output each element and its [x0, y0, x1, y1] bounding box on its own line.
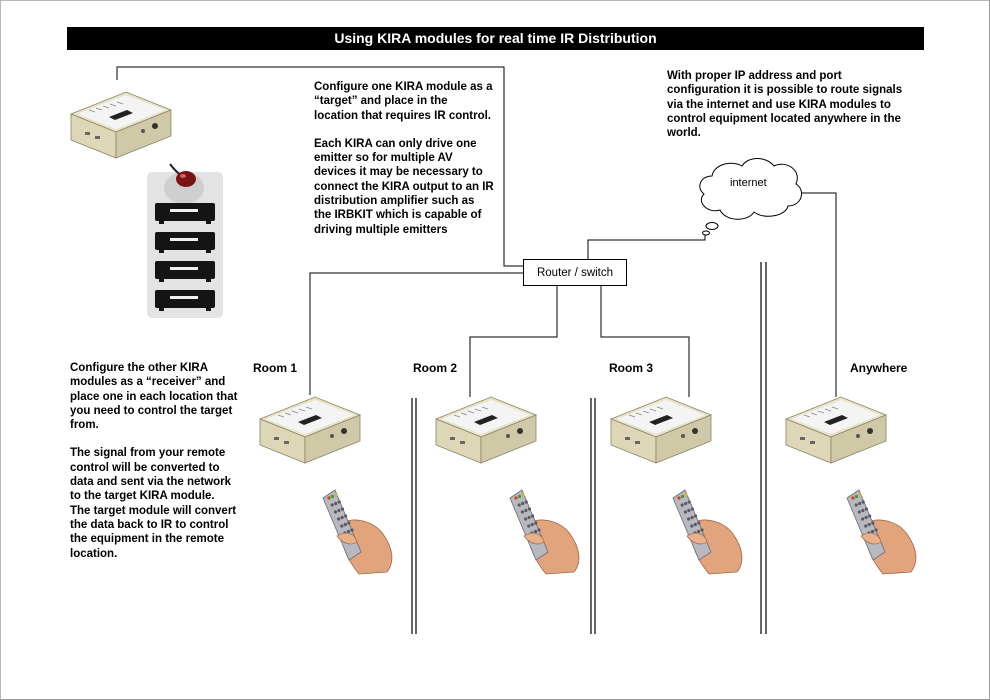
- link-router-room3: [600, 286, 690, 397]
- link-router-internet: [587, 232, 706, 259]
- av-device-1-icon: [155, 203, 215, 224]
- target-config-note: Configure one KIRA module as a “target” …: [314, 80, 494, 251]
- internet-cloud-label: internet: [730, 177, 767, 189]
- target-config-paragraph-2: Each KIRA can only drive one emitter so …: [314, 137, 494, 236]
- target-kira-module-icon: [69, 91, 173, 159]
- anywhere-remote-hand-icon: [846, 489, 917, 575]
- internet-paragraph: With proper IP address and port configur…: [667, 70, 903, 140]
- room-3-kira-module-icon: [609, 396, 713, 464]
- anywhere-label: Anywhere: [850, 361, 908, 375]
- av-device-3-icon: [155, 261, 215, 282]
- room-1-remote-hand-icon: [322, 489, 393, 575]
- anywhere-kira-module-icon: [784, 396, 888, 464]
- receiver-config-paragraph-2: The signal from your remote control will…: [70, 447, 237, 560]
- room-2-remote-hand-icon: [509, 489, 580, 575]
- internet-note: With proper IP address and port configur…: [667, 69, 915, 154]
- av-device-4-icon: [155, 290, 215, 311]
- room-3-remote-hand-icon: [672, 489, 743, 575]
- link-internet-anywhere: [798, 192, 837, 397]
- link-router-room1: [309, 272, 523, 395]
- room-1-label: Room 1: [253, 361, 298, 375]
- room-3-label: Room 3: [609, 361, 654, 375]
- router-switch-box: Router / switch: [523, 259, 627, 286]
- room-1-kira-module-icon: [258, 396, 362, 464]
- room-2-label: Room 2: [413, 361, 458, 375]
- receiver-config-paragraph-1: Configure the other KIRA modules as a “r…: [70, 362, 238, 432]
- room-2-kira-module-icon: [434, 396, 538, 464]
- ir-emitter-icon: [169, 163, 196, 187]
- internet-cloud-icon: [699, 158, 803, 236]
- receiver-config-note: Configure the other KIRA modules as a “r…: [70, 361, 238, 575]
- link-target-router: [116, 66, 523, 267]
- link-router-room2: [469, 286, 558, 397]
- target-config-paragraph-1: Configure one KIRA module as a “target” …: [314, 81, 493, 122]
- page-title: Using KIRA modules for real time IR Dist…: [67, 27, 924, 50]
- av-device-icons: [155, 203, 215, 311]
- av-device-2-icon: [155, 232, 215, 253]
